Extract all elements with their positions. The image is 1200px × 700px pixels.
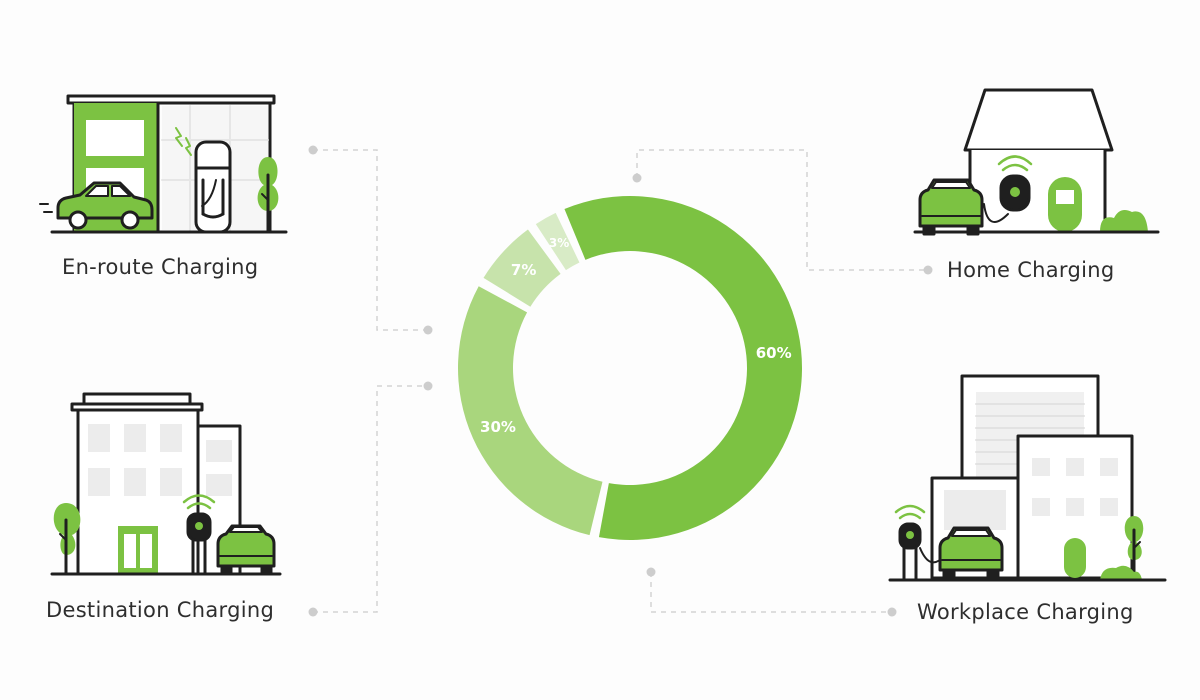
- lightning-icon: [175, 127, 192, 156]
- tree-icon: [1124, 516, 1144, 582]
- donut-chart: 60% 30% 7% 3%: [458, 196, 802, 541]
- tree-icon: [53, 503, 81, 576]
- car-icon: [918, 178, 984, 236]
- connector-workplace: [650, 572, 890, 613]
- donut-slice-en-route-charging: [535, 212, 580, 271]
- connector-destination: [313, 385, 425, 613]
- donut-data-label: 3%: [549, 236, 569, 250]
- office-building-charger-icon: [888, 374, 1167, 582]
- car-icon: [216, 524, 276, 576]
- donut-slice-destination-charging: [483, 229, 561, 307]
- donut-slice-workplace-charging: [458, 286, 603, 536]
- label-workplace-charging: Workplace Charging: [917, 600, 1134, 624]
- label-home-charging: Home Charging: [947, 258, 1115, 282]
- connector-dot: [308, 145, 318, 155]
- connector-dots: [308, 145, 933, 617]
- city-building-charger-icon: [50, 392, 282, 576]
- connector-enroute: [313, 149, 425, 331]
- connector-lines: [313, 149, 925, 613]
- connector-dot: [646, 567, 656, 577]
- connector-dot: [923, 265, 933, 275]
- connector-dot: [632, 173, 642, 183]
- connector-dot: [887, 607, 897, 617]
- wifi-signal-icon: [182, 494, 216, 510]
- donut-data-label: 30%: [480, 418, 516, 436]
- connector-dot: [308, 607, 318, 617]
- wifi-signal-icon: [997, 155, 1033, 172]
- donut-slice-home-charging: [564, 196, 802, 541]
- donut-data-label: 60%: [756, 344, 792, 362]
- label-destination-charging: Destination Charging: [46, 598, 275, 622]
- label-enroute-charging: En-route Charging: [62, 255, 259, 279]
- car-icon: [938, 526, 1004, 580]
- connector-dot: [423, 381, 433, 391]
- car-icon: [39, 181, 154, 230]
- wifi-signal-icon: [894, 504, 926, 520]
- donut-data-label: 7%: [511, 261, 536, 279]
- connector-dot: [423, 325, 433, 335]
- house-charger-icon: [913, 88, 1160, 236]
- tree-icon: [257, 157, 279, 234]
- fast-charger-station-icon: [39, 94, 288, 234]
